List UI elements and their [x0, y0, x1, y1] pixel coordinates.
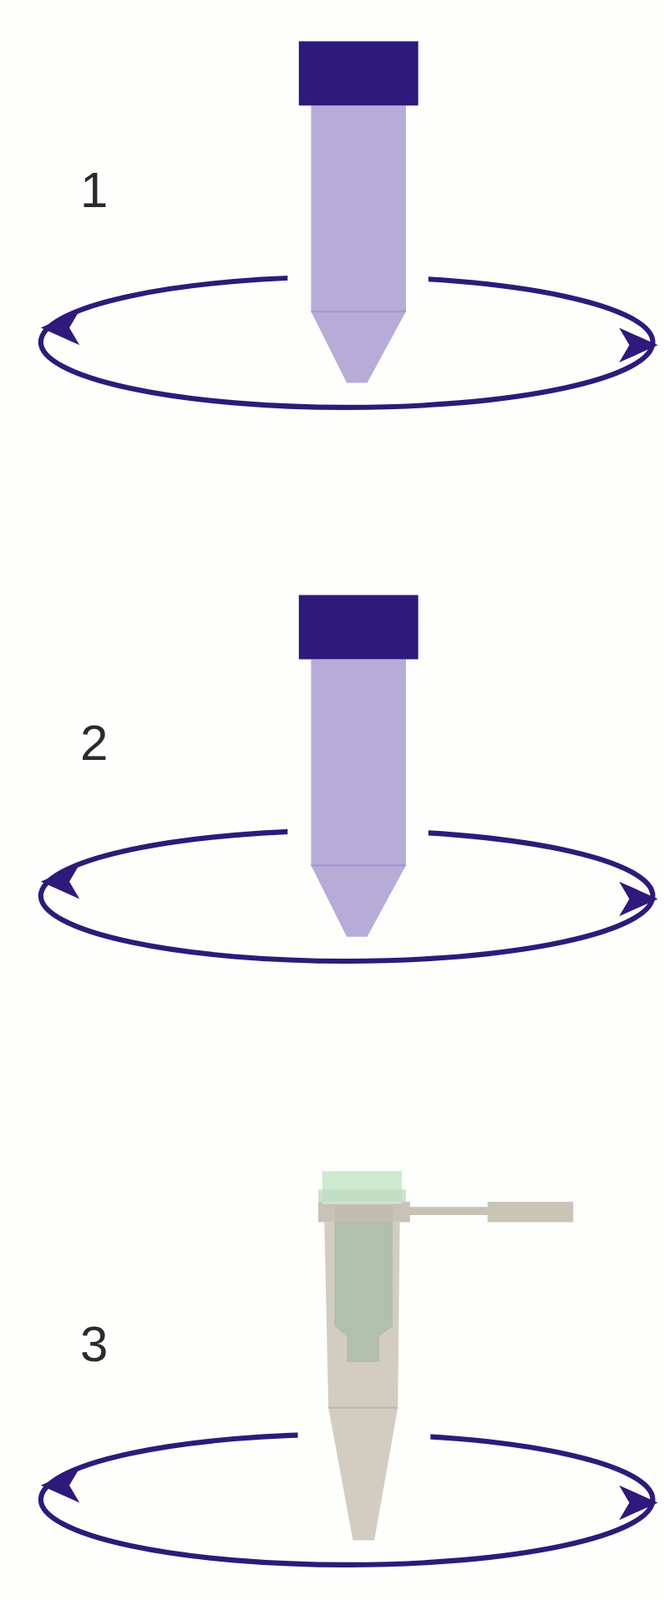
- rotation-arrowhead: [40, 1468, 80, 1504]
- step-number: 1: [80, 165, 108, 216]
- conical-tube: [310, 105, 406, 383]
- rotation-arrowhead: [40, 310, 80, 346]
- spin-column: [334, 1206, 394, 1363]
- rotation-arrowhead: [618, 328, 658, 364]
- rotation-arrowhead: [618, 881, 658, 918]
- conical-tube: [310, 658, 406, 937]
- cap-tab: [487, 1201, 574, 1222]
- rotation-arrowhead: [40, 864, 80, 900]
- rotation-arrowhead: [618, 1485, 658, 1521]
- cap-hinge: [407, 1206, 490, 1216]
- tube-collar: [318, 1201, 411, 1222]
- step-number: 3: [80, 1319, 108, 1370]
- tube-cap: [299, 595, 419, 660]
- step-number: 2: [80, 718, 108, 769]
- tube-cap: [299, 40, 419, 106]
- spin-step-1: [40, 40, 659, 407]
- spin-step-3: [40, 1171, 659, 1566]
- spin-step-2: [40, 595, 659, 962]
